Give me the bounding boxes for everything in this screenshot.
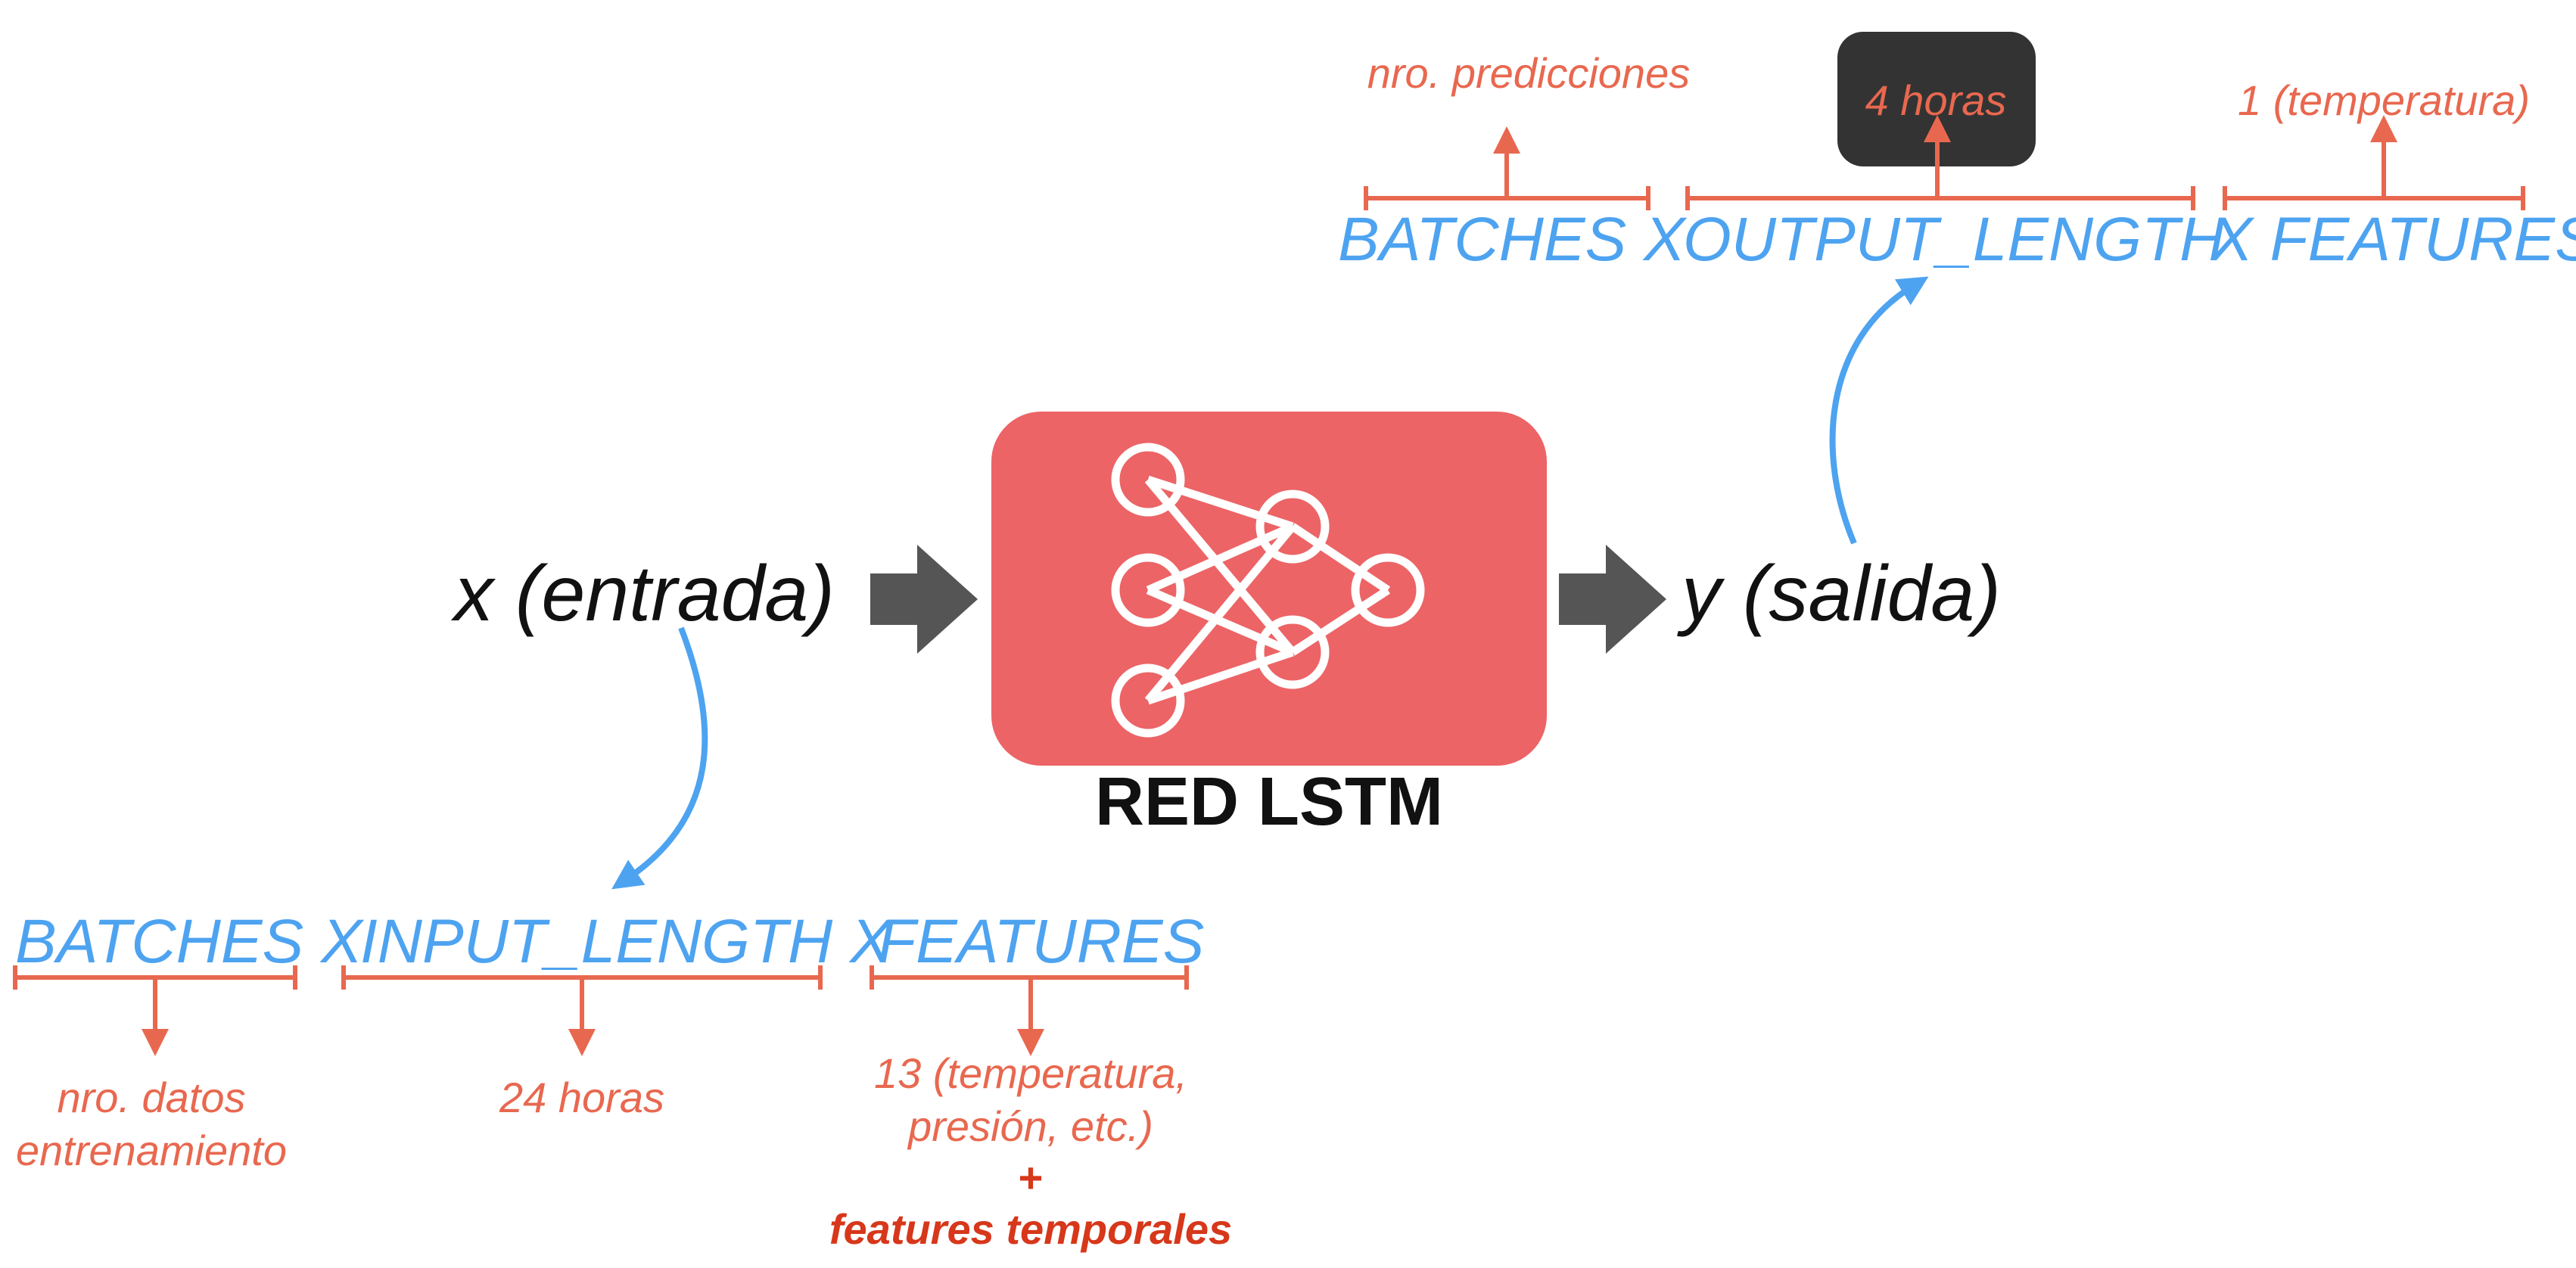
input-features-brace — [870, 965, 1189, 1056]
input-braces — [13, 965, 1189, 1056]
output-blue-arrow — [1829, 276, 1929, 545]
output-shape-length: OUTPUT_LENGTH — [1683, 205, 2225, 274]
output-annotations: nro. predicciones 4 horas 1 (temperatura… — [1367, 32, 2530, 166]
input-flow-arrow-icon — [870, 545, 978, 654]
output-length-highlight-box — [1837, 32, 2036, 166]
output-shape-batches: BATCHES X — [1338, 205, 1688, 274]
output-shape-features: X FEATURES — [2210, 205, 2576, 274]
input-shape-batches: BATCHES X — [15, 907, 365, 976]
input-features-annotation-line1: 13 (temperatura, — [874, 1049, 1187, 1097]
output-length-brace — [1685, 115, 2195, 210]
lstm-network-box — [991, 412, 1547, 766]
output-batches-annotation: nro. predicciones — [1367, 49, 1690, 97]
input-shape-length: INPUT_LENGTH X — [360, 907, 894, 976]
input-features-annotation-line2: presión, etc.) — [907, 1102, 1153, 1150]
output-features-brace — [2223, 115, 2525, 210]
input-batches-brace — [13, 965, 297, 1056]
input-annotations: nro. datos entrenamiento 24 horas 13 (te… — [16, 1049, 1232, 1253]
input-shape-features: FEATURES — [878, 907, 1204, 976]
input-length-annotation: 24 horas — [499, 1074, 664, 1121]
output-shape: BATCHES X OUTPUT_LENGTH X FEATURES — [1338, 205, 2576, 274]
network-title: RED LSTM — [1095, 764, 1443, 840]
input-shape: BATCHES X INPUT_LENGTH X FEATURES — [15, 907, 1204, 976]
output-label: y (salida) — [1677, 550, 2001, 638]
output-flow-arrow-icon — [1559, 545, 1666, 654]
input-batches-annotation-line2: entrenamiento — [16, 1127, 287, 1174]
output-features-annotation: 1 (temperatura) — [2238, 76, 2530, 124]
input-length-brace — [341, 965, 823, 1056]
input-features-extra: features temporales — [829, 1205, 1232, 1253]
network-box-background — [991, 412, 1547, 766]
input-label: x (entrada) — [450, 550, 835, 638]
output-length-annotation: 4 horas — [1865, 76, 2007, 124]
input-features-plus: + — [1019, 1154, 1044, 1201]
input-batches-annotation-line1: nro. datos — [57, 1074, 245, 1121]
output-batches-brace — [1364, 126, 1650, 210]
output-braces — [1364, 115, 2525, 210]
neural-network-icon — [1111, 443, 1425, 738]
input-blue-arrow — [611, 626, 708, 890]
